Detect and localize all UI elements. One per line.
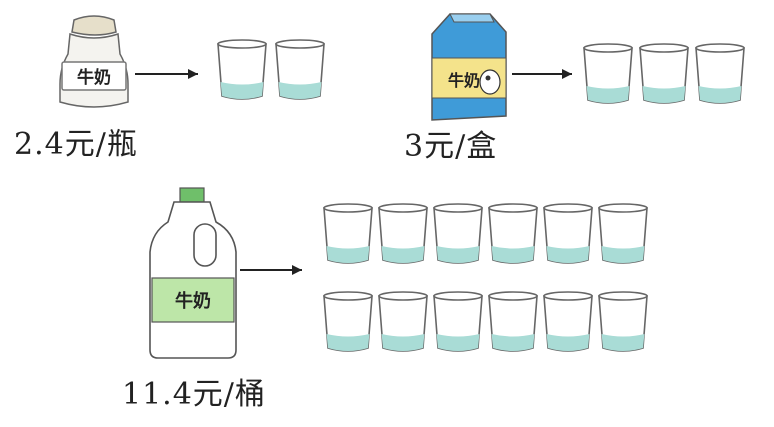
cup-icon <box>583 43 633 104</box>
cup-icon <box>598 291 648 352</box>
cup-icon <box>543 203 593 264</box>
carton-price: 3元/盒 <box>404 129 498 164</box>
cup-icon <box>695 43 745 104</box>
cup-icon <box>488 203 538 264</box>
cup-icon <box>433 203 483 264</box>
cup-icon <box>488 291 538 352</box>
arrow-icon <box>240 265 302 275</box>
milk-carton-icon: 牛奶 <box>431 13 507 121</box>
cup-icon <box>433 291 483 352</box>
arrow-icon <box>512 69 572 79</box>
cup-icon <box>378 203 428 264</box>
cup-icon <box>639 43 689 104</box>
cup-icon <box>217 39 267 100</box>
jug-label: 牛奶 <box>175 290 211 312</box>
bottle-label: 牛奶 <box>77 67 111 88</box>
cup-icon <box>598 203 648 264</box>
cup-icon <box>323 291 373 352</box>
carton-label: 牛奶 <box>448 71 480 90</box>
bottle-price: 2.4元/瓶 <box>14 127 138 162</box>
milk-jug-icon: 牛奶 <box>149 187 237 359</box>
jug-price: 11.4元/桶 <box>122 377 266 412</box>
cup-icon <box>378 291 428 352</box>
cup-icon <box>275 39 325 100</box>
cup-icon <box>323 203 373 264</box>
arrow-icon <box>135 69 198 79</box>
cup-icon <box>543 291 593 352</box>
milk-bottle-icon: 牛奶 <box>59 15 129 108</box>
